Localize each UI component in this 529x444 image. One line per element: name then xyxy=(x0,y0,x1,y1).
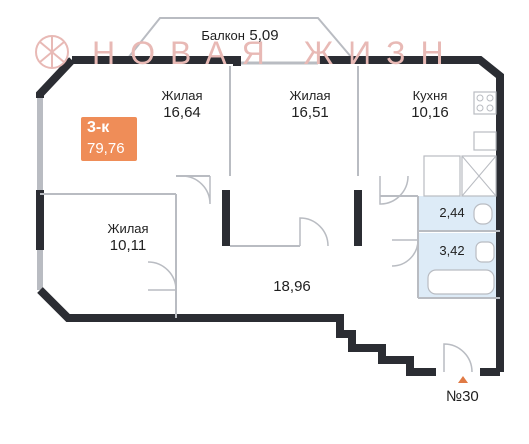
kitchen-sink xyxy=(473,131,497,151)
stove-burner xyxy=(476,104,484,112)
room-area: 10,11 xyxy=(109,236,147,254)
outer-wall-south xyxy=(37,287,436,376)
kitchen-label: Кухня 10,16 xyxy=(400,88,460,121)
outer-wall-west xyxy=(36,57,75,98)
room-area: 16,51 xyxy=(291,103,329,121)
room-name: Балкон xyxy=(201,28,245,43)
balcony-label: Балкон 5,09 xyxy=(192,27,288,45)
room-area: 16,64 xyxy=(163,103,201,121)
door-living1 xyxy=(181,175,211,205)
shaft-box xyxy=(461,155,497,197)
toilet xyxy=(473,203,493,225)
door-kitchen xyxy=(379,175,409,205)
stove-burner xyxy=(476,94,484,102)
bathroom-2-area: 3,42 xyxy=(439,243,465,258)
fridge-box xyxy=(423,155,461,197)
room-area: 10,16 xyxy=(411,103,449,121)
room-name: Жилая xyxy=(289,88,331,103)
stove-burner xyxy=(486,94,494,102)
room-name: Жилая xyxy=(107,221,149,236)
brand-name: НОВАЯ ЖИЗНЬ xyxy=(92,35,452,71)
door-living2 xyxy=(299,217,329,247)
room-name: Жилая xyxy=(161,88,203,103)
bathtub xyxy=(427,269,495,295)
outer-wall-north-east xyxy=(318,56,504,372)
living-2-label: Жилая 16,51 xyxy=(278,88,342,121)
room-name: Кухня xyxy=(412,88,448,103)
apartment-badge: 3-к 79,76 xyxy=(81,117,137,161)
bathroom-1-area: 2,44 xyxy=(439,205,465,220)
balcony-outline xyxy=(127,17,353,59)
washbasin xyxy=(475,241,495,263)
total-area: 79,76 xyxy=(87,140,125,157)
hall-area: 18,96 xyxy=(273,278,311,295)
brand-logo-icon xyxy=(35,35,69,69)
stove-burner xyxy=(486,104,494,112)
living-3-label: Жилая 10,11 xyxy=(96,221,160,254)
door-living3 xyxy=(147,261,177,291)
shaft-cross xyxy=(461,155,497,197)
room-count: 3-к xyxy=(87,119,110,136)
living-1-label: Жилая 16,64 xyxy=(150,88,214,121)
room-area: 5,09 xyxy=(249,27,279,44)
outer-wall-north xyxy=(72,56,241,66)
door-entrance xyxy=(443,343,473,373)
brand-watermark: НОВАЯ ЖИЗНЬ xyxy=(35,35,452,71)
door-bathroom xyxy=(391,239,419,267)
stove xyxy=(473,91,497,115)
apartment-number: №30 xyxy=(446,388,479,405)
entrance-marker-icon xyxy=(458,376,468,383)
